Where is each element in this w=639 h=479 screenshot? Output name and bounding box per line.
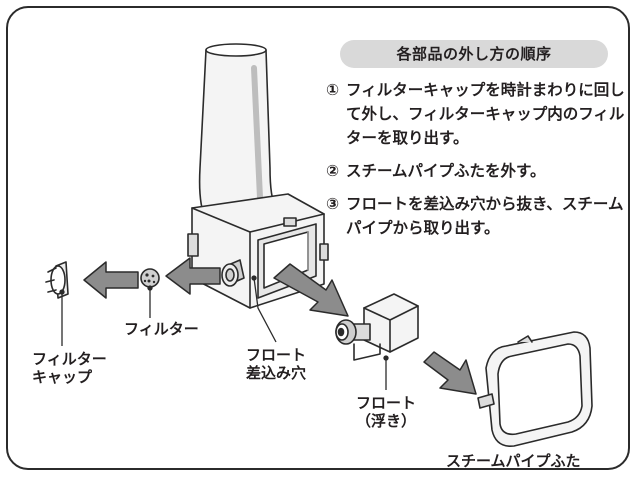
label-float: フロート （浮き） [356,394,416,430]
label-line: フロート [356,394,417,412]
step-number: ③ [326,195,340,213]
label-line: キャップ [32,368,93,386]
step-text: フィルターキャップを時計まわりに回して外し、フィルターキャップ内のフィルターを取… [346,81,625,147]
label-filter: フィルター [124,320,199,338]
float [335,293,419,361]
label-filter-cap: フィルター キャップ [32,350,107,386]
steam-pipe-lid [477,331,593,447]
arrow-lid-out [423,351,477,395]
step-2: ② スチームパイプふたを外す。 [326,159,628,183]
label-line: フロート [246,346,307,364]
step-text: スチームパイプふたを外す。 [346,162,546,180]
instructions-panel: 各部品の外し方の順序 ① フィルターキャップを時計まわりに回して外し、フィルター… [326,40,628,249]
step-3: ③ フロートを差込み穴から抜き、スチームパイプから取り出す。 [326,192,628,240]
label-line: フィルター [32,350,107,368]
step-number: ① [326,81,340,99]
instructions-title: 各部品の外し方の順序 [340,40,608,68]
leader-lines [59,275,389,390]
arrow-float-out [273,263,349,317]
step-1: ① フィルターキャップを時計まわりに回して外し、フィルターキャップ内のフィルター… [326,78,628,150]
filter-cap [45,261,69,299]
label-line: 差込み穴 [246,364,307,382]
step-number: ② [326,162,340,180]
label-float-hole: フロート 差込み穴 [246,346,306,382]
arrow-cap-to-left [83,261,139,299]
diagram-frame: 各部品の外し方の順序 ① フィルターキャップを時計まわりに回して外し、フィルター… [6,6,630,470]
label-steam-pipe-lid: スチームパイプふた [446,452,581,470]
step-text: フロートを差込み穴から抜き、スチームパイプから取り出す。 [346,195,624,237]
parts-illustration [45,43,593,447]
label-line: （浮き） [356,412,417,430]
instruction-steps: ① フィルターキャップを時計まわりに回して外し、フィルターキャップ内のフィルター… [326,78,628,240]
filter [140,268,160,288]
arrow-filter-to-left [165,257,221,295]
removal-arrows [83,257,477,395]
